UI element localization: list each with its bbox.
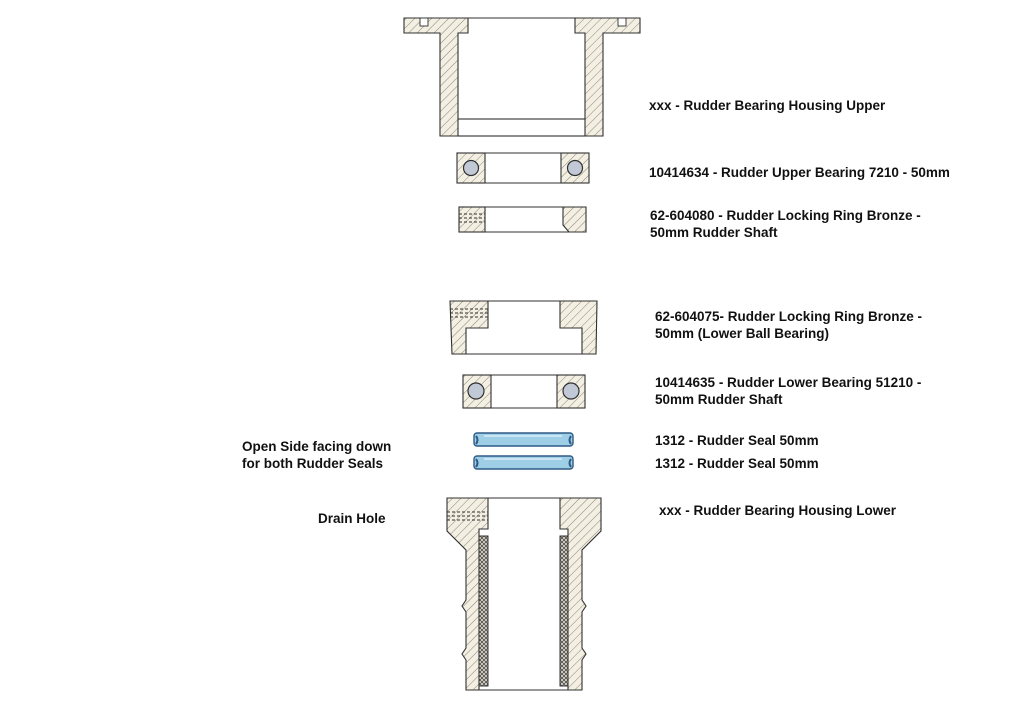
label-upper-bearing: 10414634 - Rudder Upper Bearing 7210 - 5…: [649, 165, 950, 180]
label-rudder-seal-1: 1312 - Rudder Seal 50mm: [655, 433, 819, 448]
note-drain-hole: Drain Hole: [318, 511, 386, 526]
housing-lower-drawing: [446, 497, 602, 691]
label-locking-ring-lower-line-2: 50mm (Lower Ball Bearing): [655, 326, 830, 341]
label-lower-bearing: 10414635 - Rudder Lower Bearing 51210 - …: [655, 374, 921, 408]
lower-bearing-ball-left: [467, 382, 485, 400]
label-rudder-seal-2: 1312 - Rudder Seal 50mm: [655, 456, 819, 471]
label-locking-ring-top-line-1: 62-604080 - Rudder Locking Ring Bronze -: [650, 208, 921, 223]
label-lower-bearing-line-1: 10414635 - Rudder Lower Bearing 51210 -: [655, 375, 922, 390]
housing-lower-sleeve-left: [478, 535, 489, 687]
housing-lower-left-wall: [446, 497, 489, 691]
housing-upper-bore: [457, 118, 586, 137]
upper-bearing-ball-left: [462, 159, 480, 177]
lower-bearing-ball-right: [562, 382, 580, 400]
housing-lower-sleeve-right: [559, 535, 569, 687]
lower-bearing-drawing: [462, 374, 586, 409]
note-seal-orientation-line-2: for both Rudder Seals: [242, 456, 384, 471]
drain-hole-marking: [447, 511, 488, 521]
label-locking-ring-top-line-2: 50mm Rudder Shaft: [650, 225, 778, 240]
rudder-seal-1-drawing: [473, 432, 574, 447]
upper-bearing-drawing: [456, 152, 590, 184]
label-housing-upper: xxx - Rudder Bearing Housing Upper: [649, 98, 886, 113]
locking-ring-lower-drawing: [449, 300, 598, 355]
housing-upper-drawing: [403, 17, 641, 137]
housing-upper-left-wall: [403, 17, 469, 137]
label-lower-bearing-line-2: 50mm Rudder Shaft: [655, 392, 783, 407]
housing-upper-right-wall: [574, 17, 641, 137]
note-seal-orientation: Open Side facing down for both Rudder Se…: [242, 438, 391, 472]
rudder-seal-2-drawing: [473, 455, 574, 470]
label-locking-ring-lower-line-1: 62-604075- Rudder Locking Ring Bronze -: [655, 309, 923, 324]
housing-lower-right-wall: [559, 497, 602, 691]
label-locking-ring-top: 62-604080 - Rudder Locking Ring Bronze -…: [650, 207, 921, 241]
label-locking-ring-lower: 62-604075- Rudder Locking Ring Bronze - …: [655, 308, 922, 342]
upper-bearing-ball-right: [566, 159, 584, 177]
housing-upper-groove-left: [419, 17, 429, 27]
note-seal-orientation-line-1: Open Side facing down: [242, 439, 392, 454]
label-housing-lower: xxx - Rudder Bearing Housing Lower: [659, 503, 897, 518]
housing-upper-groove-right: [617, 17, 627, 27]
locking-ring-top-drawing: [458, 206, 587, 233]
